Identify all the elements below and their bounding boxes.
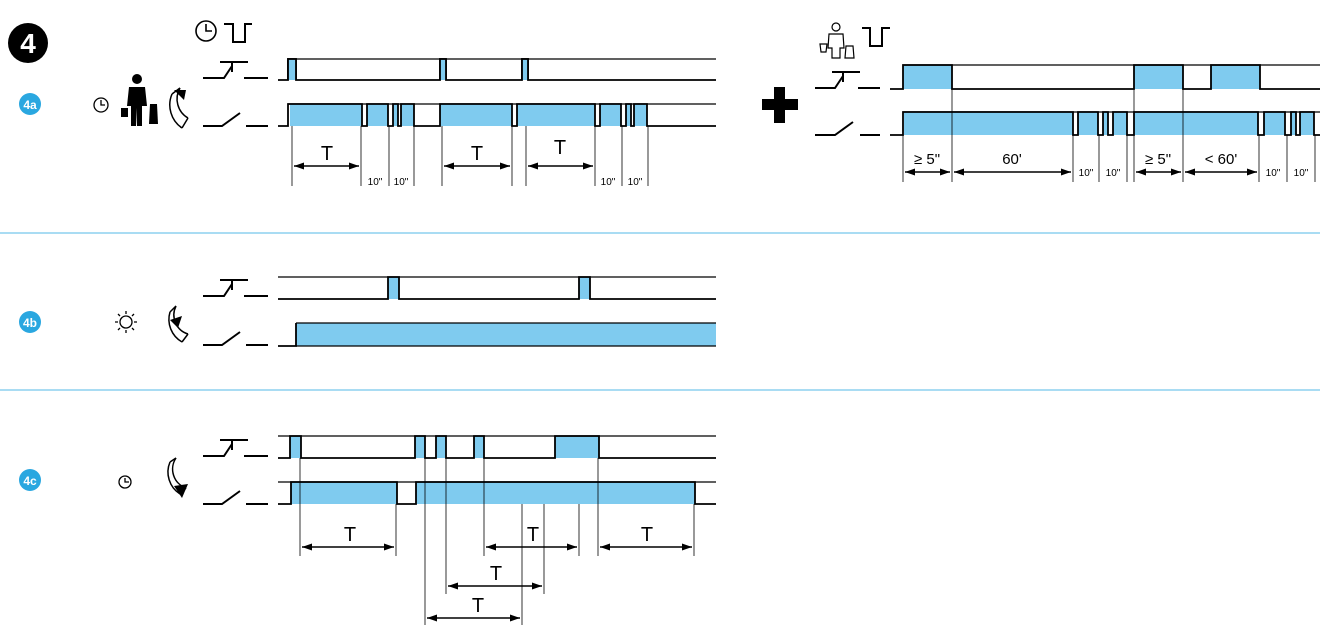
clock-icon — [195, 20, 217, 42]
svg-text:10": 10" — [368, 177, 383, 188]
dimension-labels-4a-right: ≥ 5" 60' 10" 10" ≥ 5" < 60' 10" 10" — [914, 151, 1309, 179]
rotary-selector-icon — [168, 305, 189, 343]
clock-icon — [118, 475, 132, 489]
step-badge: 4 — [8, 23, 48, 63]
section-badge-4c: 4c — [19, 469, 41, 491]
dimension-lines-4a — [291, 126, 649, 186]
svg-text:T: T — [471, 143, 483, 165]
svg-text:T: T — [472, 595, 484, 617]
push-button-symbol — [815, 71, 880, 89]
svg-text:4c: 4c — [23, 474, 37, 488]
push-button-symbol — [203, 61, 268, 79]
push-line-4a — [278, 58, 716, 81]
svg-text:4: 4 — [20, 28, 36, 59]
cleaner-icon — [121, 74, 158, 126]
plus-icon — [762, 87, 798, 123]
svg-text:10": 10" — [601, 177, 616, 188]
svg-text:10": 10" — [1079, 168, 1094, 179]
push-line-4a-right — [890, 64, 1320, 90]
svg-text:10": 10" — [1266, 168, 1281, 179]
dimension-labels-4c: T T T T T — [344, 524, 653, 617]
svg-text:10": 10" — [1294, 168, 1309, 179]
contact-symbol — [203, 331, 268, 346]
contact-line-4b — [278, 322, 716, 347]
svg-text:10": 10" — [628, 177, 643, 188]
svg-text:10": 10" — [1106, 168, 1121, 179]
svg-text:4a: 4a — [23, 98, 37, 112]
contact-symbol — [203, 490, 268, 505]
sun-icon — [115, 311, 137, 333]
contact-symbol — [815, 121, 880, 136]
push-line-4c — [278, 435, 716, 459]
rotary-selector-icon — [169, 87, 189, 129]
section-badge-4a: 4a — [19, 93, 41, 115]
svg-text:10": 10" — [394, 177, 409, 188]
svg-text:60': 60' — [1002, 151, 1022, 168]
svg-text:T: T — [554, 137, 566, 159]
svg-text:4b: 4b — [23, 316, 37, 330]
dimension-lines-4a-right — [902, 89, 1316, 182]
contact-line-4c — [278, 481, 716, 505]
section-badge-4b: 4b — [19, 311, 41, 333]
contact-symbol — [203, 112, 268, 127]
pulse-icon — [224, 23, 252, 43]
contact-line-4a — [278, 103, 716, 127]
svg-text:T: T — [490, 563, 502, 585]
dimension-labels-4a: T T T 10" 10" 10" 10" — [321, 137, 643, 188]
contact-line-4a-right — [890, 111, 1320, 136]
push-line-4b — [278, 276, 716, 300]
svg-text:≥ 5": ≥ 5" — [914, 151, 940, 168]
svg-text:T: T — [344, 524, 356, 546]
pulse-icon — [862, 27, 890, 47]
cleaner-icon — [819, 22, 855, 59]
rotary-selector-icon — [167, 457, 188, 498]
clock-icon — [93, 97, 109, 113]
svg-text:≥ 5": ≥ 5" — [1145, 151, 1171, 168]
svg-text:T: T — [641, 524, 653, 546]
push-button-symbol — [203, 439, 268, 457]
svg-text:T: T — [527, 524, 539, 546]
dimension-lines-4c — [299, 458, 695, 625]
svg-text:T: T — [321, 143, 333, 165]
push-button-symbol — [203, 279, 268, 297]
svg-text:< 60': < 60' — [1205, 151, 1238, 168]
